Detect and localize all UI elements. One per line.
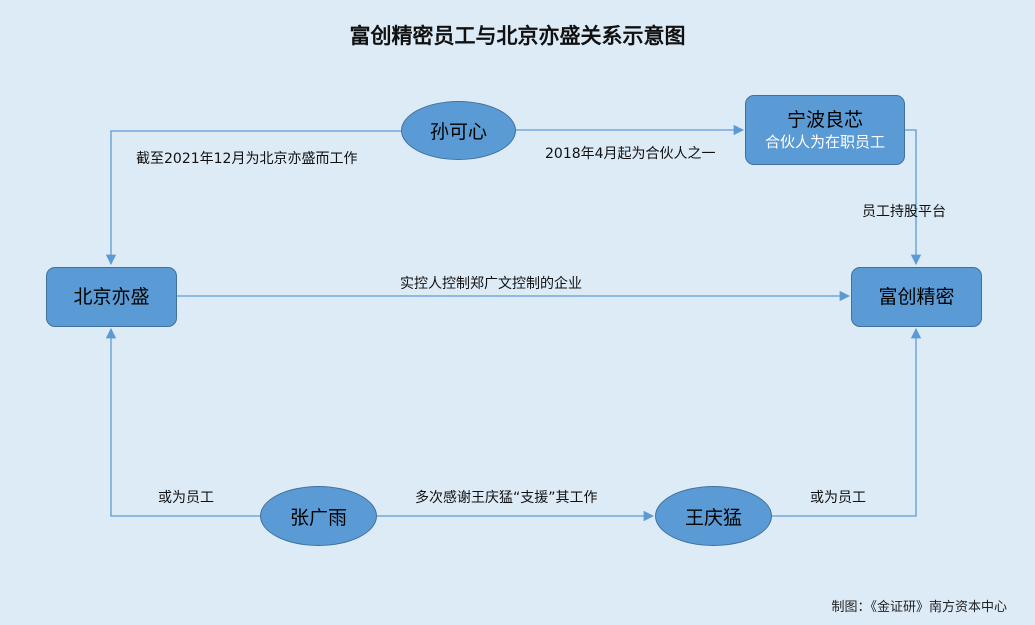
- edge-ningbo-to-fuchuang: [905, 129, 922, 266]
- node-wang-qingmeng: 王庆猛: [655, 486, 772, 546]
- node-fuchuang: 富创精密: [851, 267, 982, 327]
- edge-wang-to-fuchuang: [772, 327, 922, 517]
- label-wang-to-fuchuang: 或为员工: [810, 490, 866, 506]
- page-title: 富创精密员工与北京亦盛关系示意图: [349, 24, 686, 48]
- node-zhang-guangyu: 张广雨: [260, 486, 377, 546]
- label-beijing-to-fuchuang: 实控人控制郑广文控制的企业: [400, 276, 582, 292]
- label-zhang-to-beijing: 或为员工: [158, 490, 214, 506]
- node-ningbo-liangxin: 宁波良芯 合伙人为在职员工: [745, 95, 905, 165]
- node-ningbo-liangxin-note: 合伙人为在职员工: [764, 133, 885, 151]
- label-zhang-to-wang: 多次感谢王庆猛“支援”其工作: [415, 490, 598, 506]
- source-credit: 制图：《金证研》南方资本中心: [831, 600, 1007, 615]
- node-beijing-yisheng: 北京亦盛: [46, 267, 177, 327]
- node-ningbo-liangxin-name: 宁波良芯: [786, 109, 863, 131]
- edge-zhang-to-beijing: [105, 327, 261, 517]
- edge-sun-to-beijing: [105, 130, 402, 266]
- node-sun-kexin: 孙可心: [401, 101, 516, 160]
- label-sun-to-beijing: 截至2021年12月为北京亦盛而工作: [136, 151, 358, 167]
- label-ningbo-to-fuchuang: 员工持股平台: [862, 204, 946, 220]
- label-sun-to-ningbo: 2018年4月起为合伙人之一: [545, 146, 716, 162]
- node-beijing-yisheng-name: 北京亦盛: [73, 286, 150, 308]
- node-fuchuang-name: 富创精密: [878, 286, 955, 308]
